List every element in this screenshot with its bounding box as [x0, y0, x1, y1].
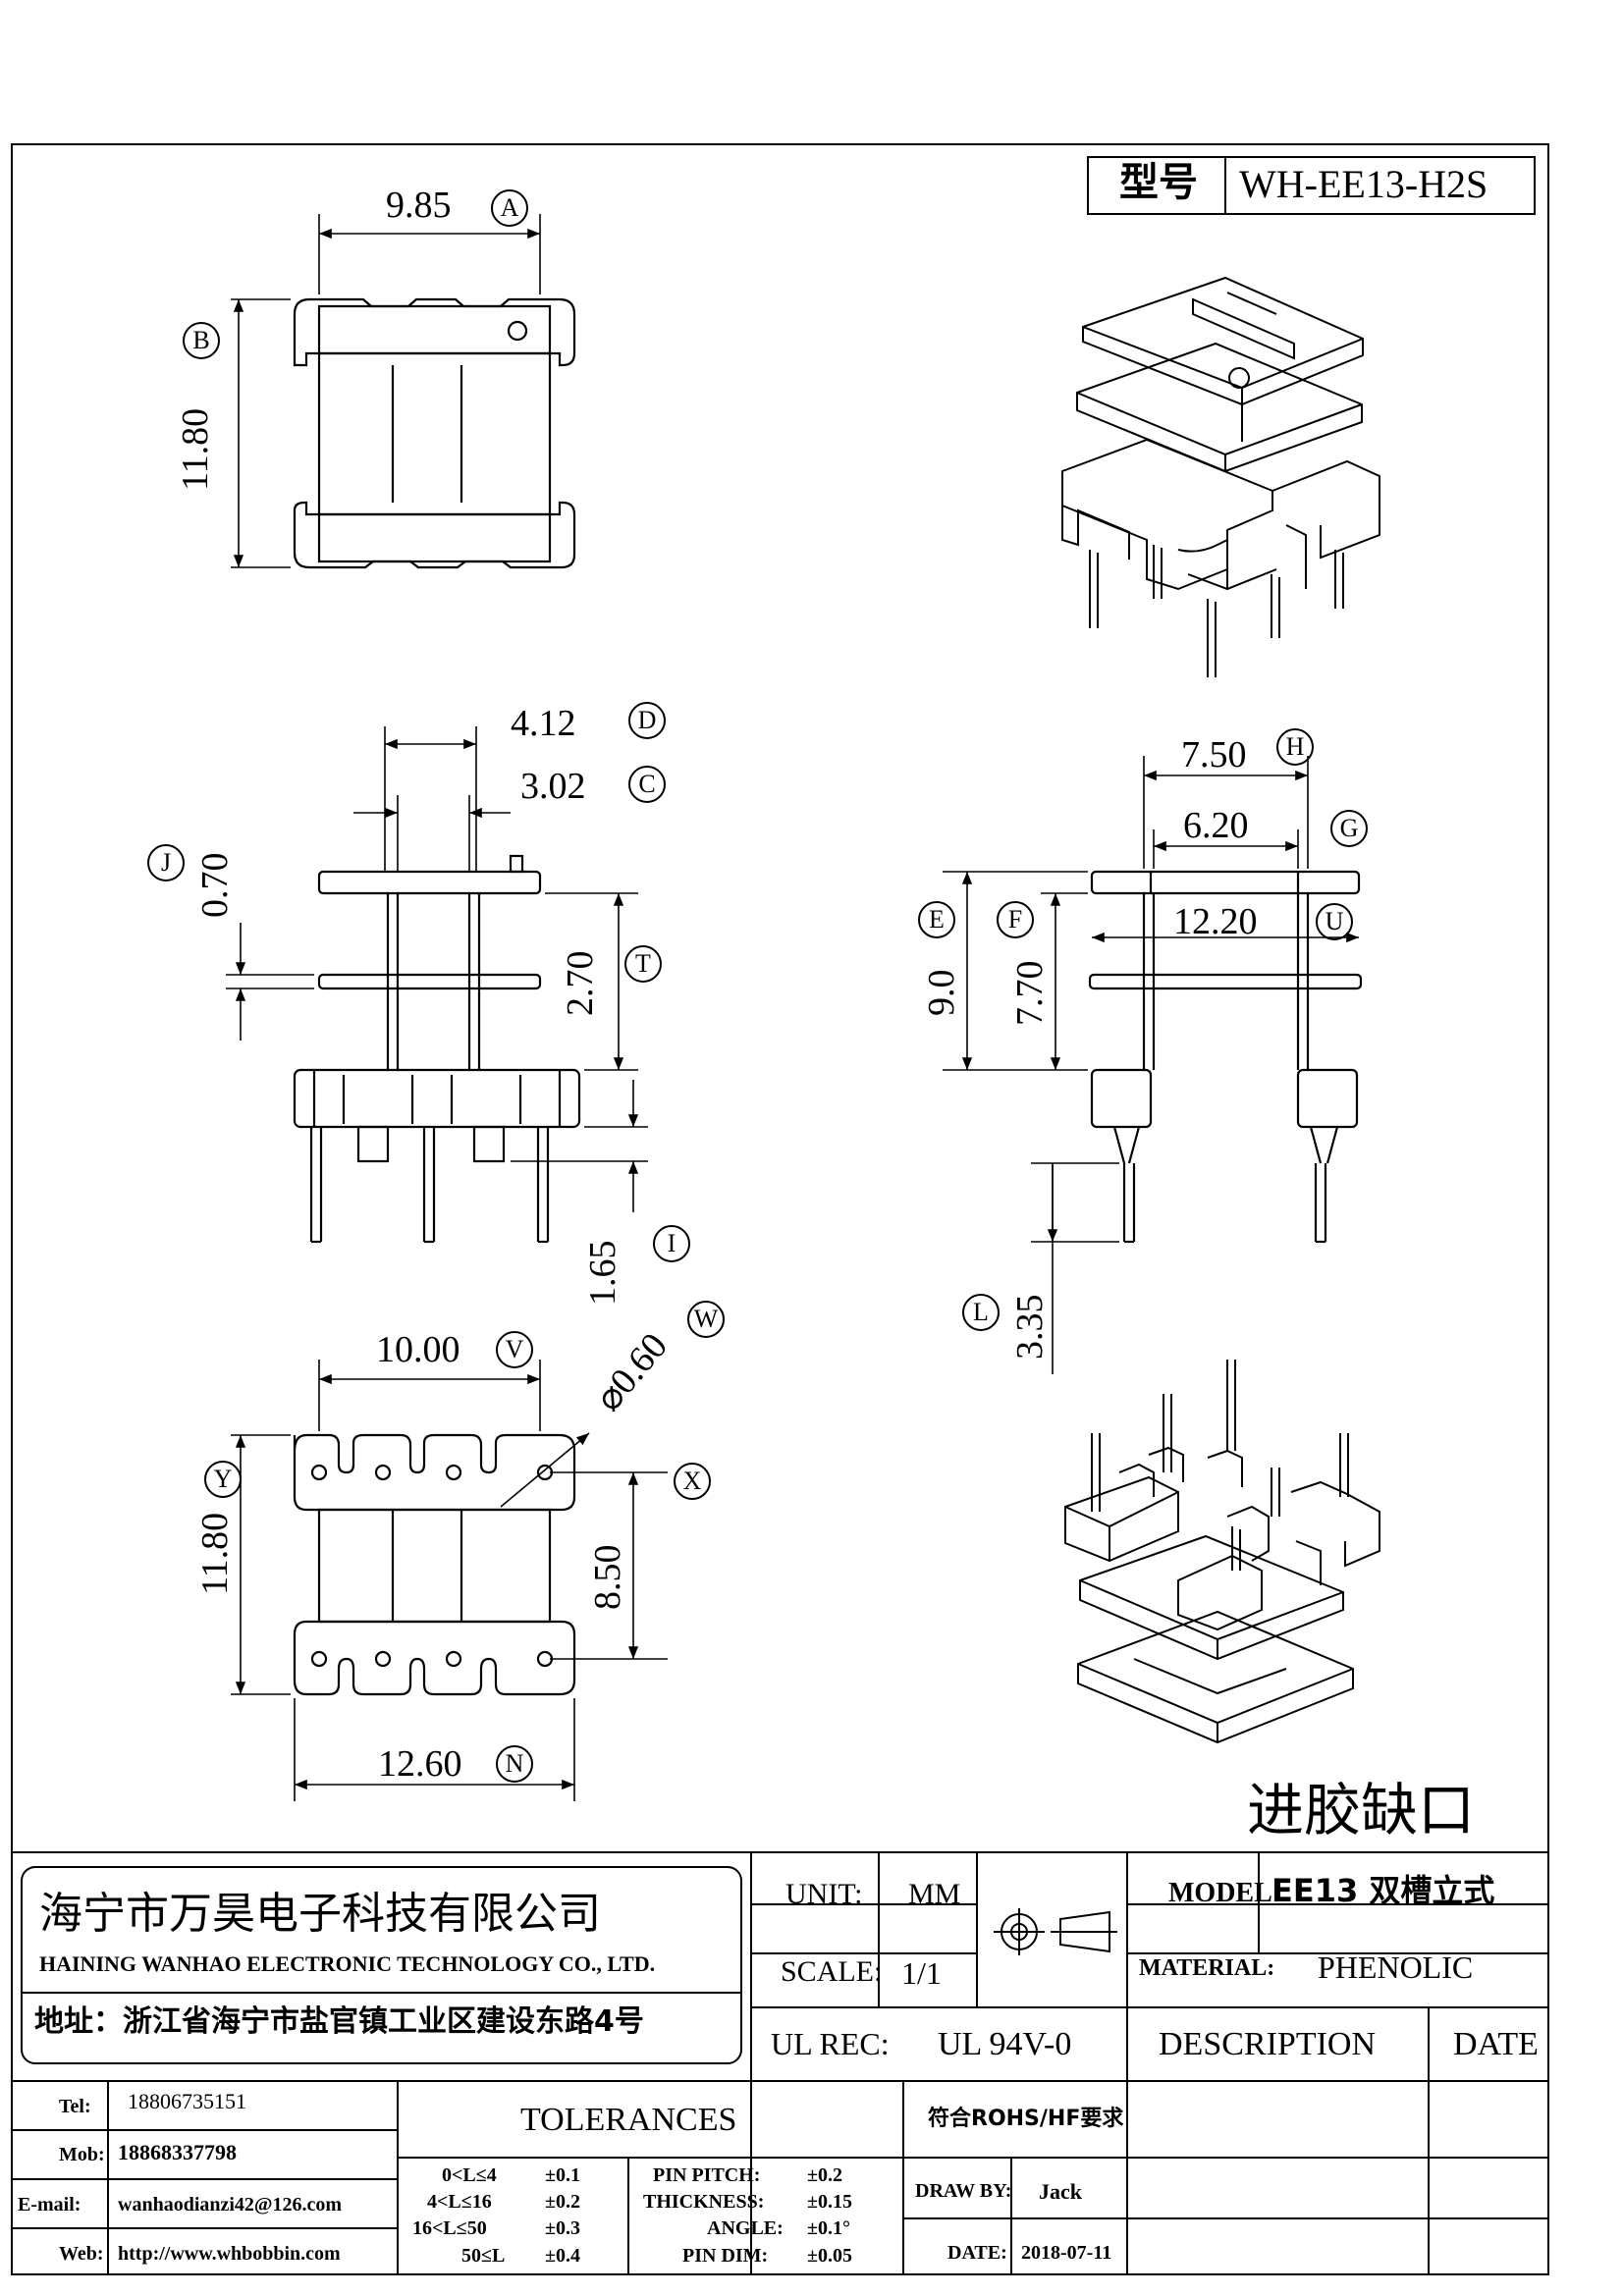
ulrec-value: UL 94V-0 [938, 2026, 1072, 2062]
tol-angle-label: ANGLE: [707, 2217, 784, 2239]
model-box-value: WH-EE13-H2S [1239, 162, 1488, 206]
mob-label: Mob: [59, 2144, 105, 2165]
dim-h-letter: H [1276, 728, 1314, 766]
dim-b-value: 11.80 [175, 407, 216, 491]
dim-u-letter: U [1316, 903, 1353, 940]
tol-range-1: 0<L≤4 [442, 2164, 497, 2186]
dim-u-value: 12.20 [1173, 901, 1258, 942]
dim-t-letter: T [624, 945, 662, 983]
tol-value-2: ±0.2 [545, 2191, 580, 2213]
tol-pin-pitch-label: PIN PITCH: [653, 2164, 761, 2186]
unit-value: MM [908, 1878, 961, 1910]
dim-n-value: 12.60 [378, 1743, 462, 1785]
web-label: Web: [59, 2243, 104, 2265]
tol-value-1: ±0.1 [545, 2164, 580, 2186]
tol-pin-pitch-value: ±0.2 [807, 2164, 842, 2186]
date-col-label: DATE [1453, 2026, 1539, 2062]
draw-by-label: DRAW BY: [915, 2180, 1012, 2202]
email-label: E-mail: [18, 2194, 81, 2216]
dim-i-letter: I [653, 1225, 690, 1262]
unit-label: UNIT: [785, 1878, 863, 1910]
company-address: 地址：浙江省海宁市盐官镇工业区建设东路4号 [34, 2004, 644, 2039]
date-row-label: DATE: [947, 2242, 1007, 2264]
dim-f-letter: F [997, 901, 1034, 938]
tol-angle-value: ±0.1° [807, 2217, 850, 2239]
tol-pin-dim-label: PIN DIM: [682, 2245, 769, 2267]
dim-f-value: 7.70 [1009, 960, 1051, 1027]
ulrec-label: UL REC: [771, 2026, 890, 2061]
dim-c-letter: C [628, 766, 666, 803]
isometric-view-top [1061, 276, 1380, 677]
side-view [1088, 870, 1363, 1244]
dim-c-value: 3.02 [520, 766, 586, 807]
dim-w-letter: W [687, 1301, 725, 1338]
dim-v-letter: V [496, 1331, 533, 1368]
top-view [293, 297, 576, 569]
gate-note: 进胶缺口 [1247, 1777, 1476, 1843]
dim-t-value: 2.70 [560, 950, 601, 1017]
dim-h-value: 7.50 [1181, 734, 1247, 775]
dim-y-letter: Y [204, 1461, 242, 1498]
company-name-en: HAINING WANHAO ELECTRONIC TECHNOLOGY CO.… [39, 1951, 656, 1976]
dim-n-letter: N [496, 1745, 533, 1783]
dim-j-letter: J [147, 844, 185, 881]
model-box-label: 型号 [1119, 160, 1198, 205]
bottom-view [293, 1433, 576, 1696]
model-label: MODEL: [1168, 1878, 1282, 1908]
description-label: DESCRIPTION [1159, 2026, 1377, 2062]
tol-pin-dim-value: ±0.05 [807, 2245, 852, 2267]
scale-value: 1/1 [901, 1955, 942, 1991]
tolerances-title: TOLERANCES [520, 2102, 737, 2138]
dim-b-letter: B [183, 322, 220, 359]
material-label: MATERIAL: [1139, 1955, 1275, 1981]
dim-g-letter: G [1330, 810, 1368, 847]
dim-e-letter: E [918, 901, 955, 938]
tol-thickness-label: THICKNESS: [643, 2191, 765, 2213]
tol-range-4: 50≤L [461, 2245, 506, 2267]
material-value: PHENOLIC [1318, 1949, 1474, 1985]
dim-e-value: 9.0 [921, 969, 962, 1017]
web-value: http://www.whbobbin.com [118, 2243, 341, 2265]
title-block-grid [12, 156, 1548, 2274]
dim-l-letter: L [962, 1294, 1000, 1331]
email-value: wanhaodianzi42@126.com [118, 2194, 343, 2216]
tel-value: 18806735151 [128, 2089, 246, 2113]
draw-by-value: Jack [1039, 2179, 1082, 2204]
drawing-frame [11, 143, 1549, 2275]
tel-label: Tel: [59, 2096, 91, 2117]
dim-a-value: 9.85 [386, 185, 452, 226]
model-value: EE13 双槽立式 [1271, 1872, 1495, 1909]
dim-85-value: 8.50 [587, 1544, 628, 1611]
dim-a-letter: A [491, 189, 528, 227]
tol-value-3: ±0.3 [545, 2217, 580, 2239]
tol-thickness-value: ±0.15 [807, 2191, 852, 2213]
tol-value-4: ±0.4 [545, 2245, 580, 2267]
dim-j-value: 0.70 [194, 852, 236, 919]
dim-g-value: 6.20 [1183, 805, 1249, 846]
compliance-note: 符合ROHS/HF要求 [928, 2107, 1124, 2131]
tol-range-2: 4<L≤16 [427, 2191, 492, 2213]
dim-y-value: 11.80 [194, 1512, 236, 1595]
dim-l-value: 3.35 [1009, 1294, 1051, 1361]
scale-label: SCALE: [781, 1955, 883, 1988]
dim-d-value: 4.12 [511, 703, 576, 744]
dim-i-value: 1.65 [582, 1240, 623, 1307]
mob-value: 18868337798 [118, 2140, 237, 2164]
dim-v-value: 10.00 [376, 1329, 460, 1370]
company-name-cn: 海宁市万昊电子科技有限公司 [39, 1889, 601, 1939]
dim-d-letter: D [628, 702, 666, 739]
projection-symbol [994, 1908, 1117, 1955]
date-row-value: 2018-07-11 [1021, 2242, 1112, 2264]
dim-x-letter: X [674, 1463, 711, 1500]
front-view [293, 854, 581, 1244]
isometric-view-bottom [1064, 1360, 1380, 1744]
tol-range-3: 16<L≤50 [412, 2217, 487, 2239]
